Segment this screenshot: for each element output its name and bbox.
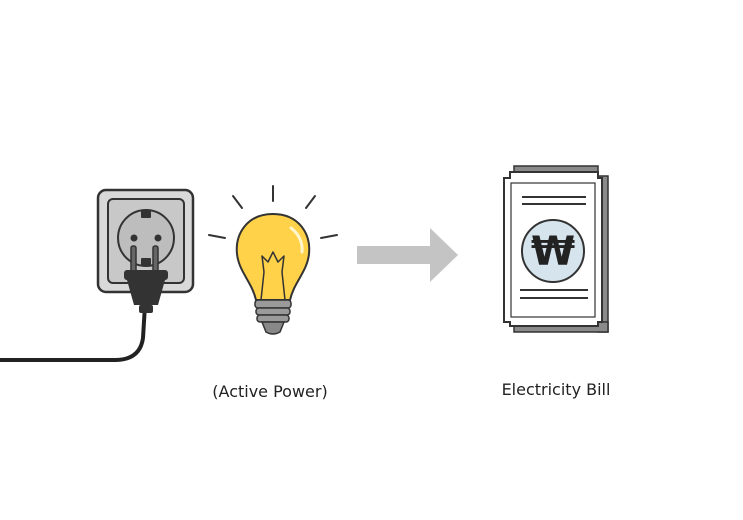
arrow-right-icon [357, 228, 458, 282]
light-bulb-icon [235, 212, 311, 335]
plug-icon [124, 245, 168, 313]
power-cord [0, 303, 147, 362]
light-rays [208, 185, 338, 239]
active-power-caption: (Active Power) [212, 382, 328, 401]
electricity-bill-caption: Electricity Bill [501, 380, 611, 399]
outlet-icon [96, 188, 195, 294]
currency-symbol: ₩ [531, 229, 575, 275]
currency-coin [521, 219, 585, 283]
bill-document-icon: ₩ [503, 165, 609, 333]
